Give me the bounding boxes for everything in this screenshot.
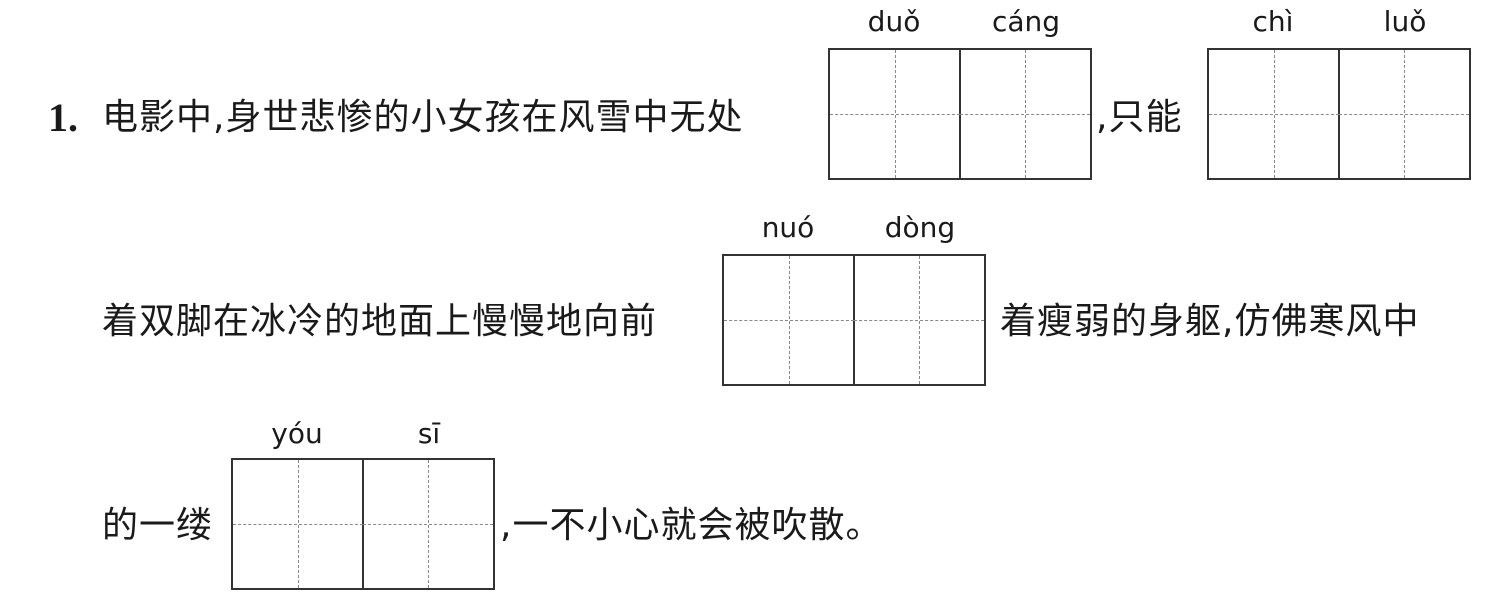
pinyin-you: yóu <box>271 417 323 450</box>
char-cell[interactable] <box>233 460 363 588</box>
answer-box-duocang[interactable] <box>828 48 1092 180</box>
pinyin-cang: cáng <box>991 5 1061 38</box>
answer-box-yousi[interactable] <box>231 458 495 590</box>
char-cell[interactable] <box>854 256 984 384</box>
char-cell[interactable] <box>830 50 960 178</box>
line3-after: ,一不小心就会被吹散。 <box>500 505 883 546</box>
question-number: 1. <box>48 95 78 140</box>
pinyin-luo: luǒ <box>1383 5 1427 38</box>
char-cell[interactable] <box>363 460 493 588</box>
pinyin-duo: duǒ <box>867 5 921 38</box>
line1-after: ,只能 <box>1096 97 1183 138</box>
line2-after: 着瘦弱的身躯,仿佛寒风中 <box>1000 301 1420 342</box>
char-cell[interactable] <box>724 256 854 384</box>
pinyin-nuo: nuó <box>761 211 815 244</box>
answer-box-nuodong[interactable] <box>722 254 986 386</box>
line3-text: 的一缕 <box>102 505 214 546</box>
char-cell[interactable] <box>1209 50 1339 178</box>
pinyin-chi: chì <box>1252 5 1294 38</box>
line1-text: 电影中,身世悲惨的小女孩在风雪中无处 <box>102 97 744 138</box>
char-cell[interactable] <box>1339 50 1469 178</box>
pinyin-si: sī <box>417 417 441 450</box>
pinyin-dong: dòng <box>884 211 956 244</box>
char-cell[interactable] <box>960 50 1090 178</box>
line2-text: 着双脚在冰冷的地面上慢慢地向前 <box>102 301 658 342</box>
answer-box-chiluo[interactable] <box>1207 48 1471 180</box>
